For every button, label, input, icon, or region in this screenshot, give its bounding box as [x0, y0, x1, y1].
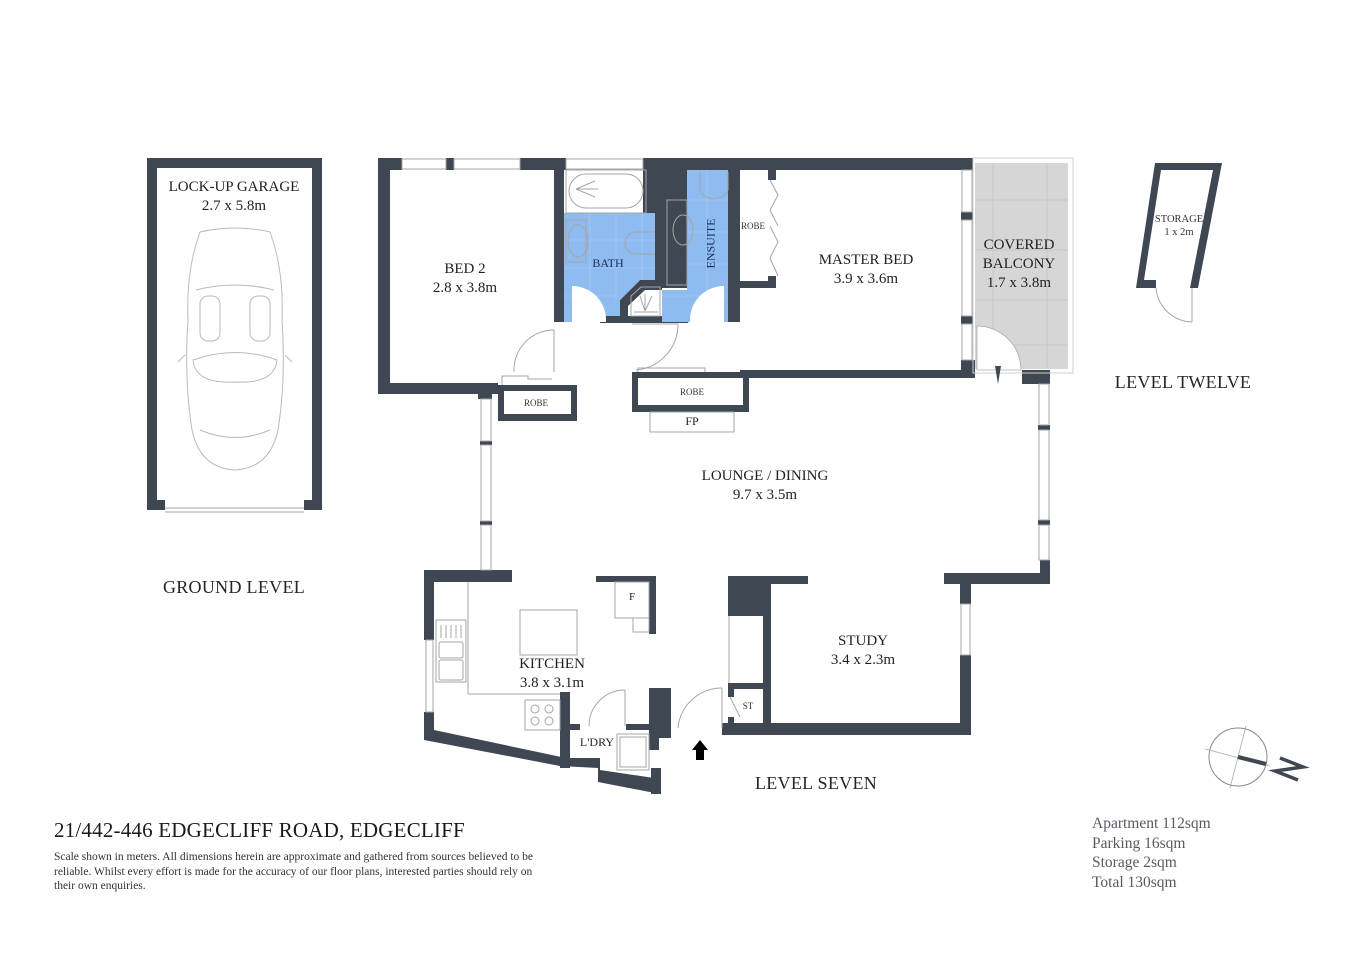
bed2-label: BED 2 2.8 x 3.8m [433, 260, 497, 298]
garage-name: LOCK-UP GARAGE [168, 179, 300, 195]
garage-size: 2.7 x 5.8m [201, 197, 267, 214]
ensuite-label: ENSUITE [703, 218, 718, 269]
lounge-label: LOUNGE / DINING 9.7 x 3.5m [702, 467, 829, 505]
total-area: Total 130sqm [1092, 873, 1177, 891]
storage-size: 1 x 2m [1164, 227, 1194, 239]
wet-areas [564, 170, 728, 322]
kitchen-label: KITCHEN 3.8 x 3.1m [519, 655, 585, 693]
store-label: ST [742, 701, 754, 711]
fireplace-label: FP [685, 414, 699, 428]
master-bed-name: MASTER BED [818, 252, 914, 268]
bed2-robe-label: ROBE [523, 398, 549, 408]
bath-label: BATH [592, 256, 624, 270]
garage-walls [147, 158, 322, 510]
storage-label: STORAGE 1 x 2m [1155, 213, 1203, 239]
car-icon [177, 227, 293, 471]
property-address: 21/442-446 EDGECLIFF ROAD, EDGECLIFF [54, 818, 465, 842]
balcony-floor [972, 157, 1074, 384]
study-size: 3.4 x 2.3m [830, 651, 896, 668]
study-label: STUDY 3.4 x 2.3m [831, 632, 895, 670]
entry-arrow-icon [692, 740, 708, 760]
area-summary: Apartment 112sqm Parking 16sqm Storage 2… [1092, 814, 1211, 892]
storage-area: Storage 2sqm [1092, 854, 1177, 871]
balcony-name-1: COVERED [983, 237, 1055, 253]
master-bed-label: MASTER BED 3.9 x 3.6m [819, 251, 914, 289]
ground-level-title: GROUND LEVEL [162, 577, 306, 597]
bed2-name: BED 2 [444, 261, 486, 277]
bed2-size: 2.8 x 3.8m [432, 279, 498, 296]
garage-label: LOCK-UP GARAGE 2.7 x 5.8m [169, 178, 300, 216]
north-arrow-icon [1204, 725, 1310, 789]
hall-robe-label: ROBE [679, 387, 705, 397]
storage-walls [1136, 163, 1222, 288]
storage-name: STORAGE [1154, 214, 1204, 225]
study-name: STUDY [837, 633, 889, 649]
balcony-label: COVERED BALCONY 1.7 x 3.8m [983, 236, 1056, 292]
balcony-size: 1.7 x 3.8m [986, 274, 1052, 291]
balcony-name-2: BALCONY [982, 255, 1056, 272]
master-bed-size: 3.9 x 3.6m [833, 270, 899, 287]
apartment-area: Apartment 112sqm [1092, 815, 1211, 832]
level-seven-title: LEVEL SEVEN [754, 773, 878, 793]
laundry-label: L'DRY [579, 735, 615, 749]
master-robe-label: ROBE [740, 221, 766, 231]
fridge-label: F [628, 591, 636, 603]
lounge-name: LOUNGE / DINING [701, 468, 829, 484]
apartment-walls [378, 158, 1050, 794]
level-twelve-title: LEVEL TWELVE [1114, 372, 1252, 392]
parking-area: Parking 16sqm [1092, 834, 1186, 852]
kitchen-name: KITCHEN [519, 656, 585, 672]
kitchen-size: 3.8 x 3.1m [519, 674, 585, 691]
lounge-size: 9.7 x 3.5m [732, 486, 798, 503]
fixtures-lines [165, 158, 1193, 771]
disclaimer-text: Scale shown in meters. All dimensions he… [54, 851, 534, 892]
